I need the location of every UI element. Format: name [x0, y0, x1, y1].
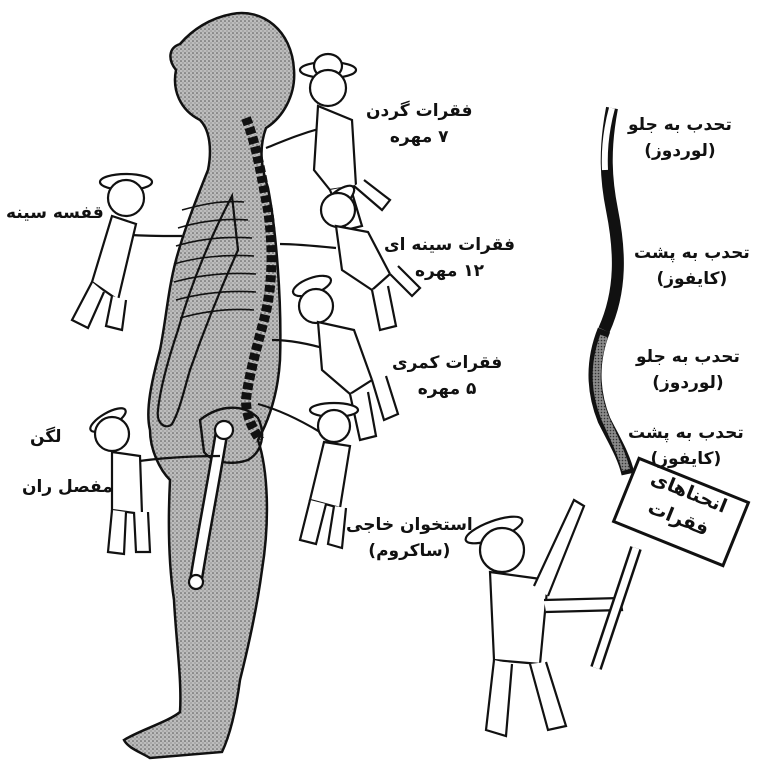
label-hip-joint-title: مفصل ران	[22, 474, 113, 500]
label-curve-2-title: تحدب به پشت	[634, 240, 750, 266]
label-thoracic-vertebrae: فقرات سینه ای ۱۲ مهره	[384, 232, 515, 285]
label-curve-3-title: تحدب به جلو	[636, 344, 740, 370]
label-pelvis: لگن	[30, 424, 62, 450]
label-curve-1-term: (لوردوز)	[628, 138, 732, 164]
label-curve-4-title: تحدب به پشت	[628, 420, 744, 446]
label-curve-2-term: (کایفوز)	[634, 266, 750, 292]
label-rib-cage: قفسه سینه	[6, 200, 104, 226]
label-curve-3-term: (لوردوز)	[636, 370, 740, 396]
label-curve-2: تحدب به پشت (کایفوز)	[634, 240, 750, 293]
label-curve-1: تحدب به جلو (لوردوز)	[628, 112, 732, 165]
label-pelvis-title: لگن	[30, 424, 62, 450]
helper-figure-sign-holder	[463, 500, 622, 736]
label-lumbar-title: فقرات کمری	[392, 350, 502, 376]
label-lumbar-vertebrae: فقرات کمری ۵ مهره	[392, 350, 502, 403]
label-cervical-vertebrae: فقرات گردن ۷ مهره	[366, 98, 472, 151]
label-sacrum: استخوان خاجی (ساکروم)	[346, 512, 473, 565]
label-thoracic-title: فقرات سینه ای	[384, 232, 515, 258]
label-sacrum-title: استخوان خاجی	[346, 512, 473, 538]
label-cervical-count: ۷ مهره	[366, 124, 472, 150]
helper-figure-rib-cage	[72, 174, 152, 330]
label-curve-1-title: تحدب به جلو	[628, 112, 732, 138]
label-thoracic-count: ۱۲ مهره	[384, 258, 515, 284]
label-hip-joint: مفصل ران	[22, 474, 113, 500]
label-cervical-title: فقرات گردن	[366, 98, 472, 124]
human-body	[124, 13, 294, 758]
label-lumbar-count: ۵ مهره	[392, 376, 502, 402]
spine-curve-diagram	[595, 108, 628, 474]
label-sacrum-alt: (ساکروم)	[346, 538, 473, 564]
label-curve-3: تحدب به جلو (لوردوز)	[636, 344, 740, 397]
label-rib-cage-title: قفسه سینه	[6, 200, 104, 226]
